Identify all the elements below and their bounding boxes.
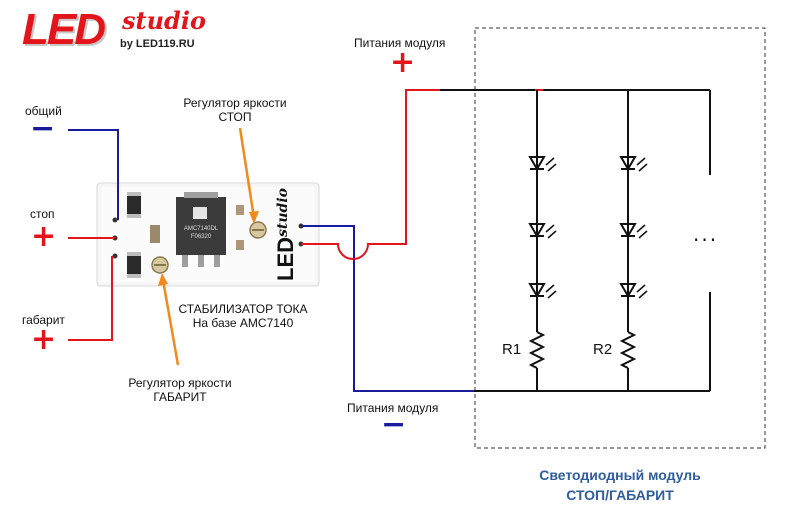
led-symbol [528, 223, 557, 239]
stabilizer-board: AMC7140DL F06320 LED studio [96, 182, 320, 287]
chip-marking: F06320 [191, 234, 212, 240]
minus-symbol-power: − [381, 407, 407, 442]
label-common: общий [25, 104, 62, 118]
minus-symbol-common: − [30, 111, 56, 146]
chip-amc7140 [176, 197, 226, 255]
plus-symbol-stop: + [31, 219, 57, 254]
wire-common [68, 129, 119, 220]
board-logo-studio: studio [275, 188, 291, 237]
label-regulator-stop-line2: СТОП [218, 110, 252, 124]
label-regulator-gabarit: Регулятор яркости ГАБАРИТ [115, 376, 245, 404]
pad-common [112, 217, 118, 223]
label-regulator-stop: Регулятор яркости СТОП [170, 96, 300, 124]
label-stop: стоп [30, 207, 55, 221]
label-regulator-gabarit-line1: Регулятор яркости [128, 376, 232, 390]
resistor-r1 [528, 331, 546, 369]
module-caption-line2: СТОП/ГАБАРИТ [566, 487, 674, 503]
led-symbol [619, 223, 648, 239]
board-logo-led: LED [273, 237, 298, 281]
logo-by-text: by LED119.RU [120, 38, 195, 50]
pad-gabarit [112, 253, 118, 259]
led-symbol [619, 156, 648, 172]
plus-symbol-gabarit: + [31, 322, 57, 357]
plus-symbol-power: + [390, 45, 416, 80]
resistor-r2 [619, 331, 637, 369]
wire-out-minus [301, 225, 474, 392]
label-stabilizer-line2: На базе AMC7140 [192, 316, 294, 330]
module-caption-line1: Светодиодный модуль [539, 467, 701, 483]
logo-led-text: LED [22, 5, 106, 54]
label-regulator-stop-line1: Регулятор яркости [183, 96, 287, 110]
resistor-chip [127, 252, 141, 278]
arrow-reg-gabarit [158, 273, 180, 366]
board-vertical-logo: LED studio [273, 188, 298, 281]
module-frame [474, 27, 766, 449]
label-regulator-gabarit-line2: ГАБАРИТ [153, 390, 207, 404]
label-power-module-bottom: Питания модуля [347, 401, 439, 415]
label-stabilizer: СТАБИЛИЗАТОР ТОКА На базе AMC7140 [168, 302, 318, 330]
chip-marking: AMC7140DL [184, 226, 219, 232]
arrow-reg-stop [238, 127, 259, 224]
label-power-module-top: Питания модуля [354, 36, 446, 50]
led-branch-2 [619, 90, 648, 391]
logo: LED studio by LED119.RU [20, 8, 220, 58]
logo-studio-text: studio [122, 6, 206, 35]
led-branch-1 [528, 90, 557, 391]
label-r2: R2 [593, 341, 613, 358]
label-more-branches: ... [693, 222, 719, 246]
label-stabilizer-line1: СТАБИЛИЗАТОР ТОКА [178, 302, 308, 316]
label-gabarit: габарит [22, 313, 65, 327]
led-symbol [528, 156, 557, 172]
wire-out-plus [301, 89, 440, 260]
label-r1: R1 [502, 341, 522, 358]
led-symbol [528, 283, 557, 299]
resistor-chip [127, 192, 141, 218]
led-symbol [619, 283, 648, 299]
wire-gabarit [68, 256, 113, 341]
